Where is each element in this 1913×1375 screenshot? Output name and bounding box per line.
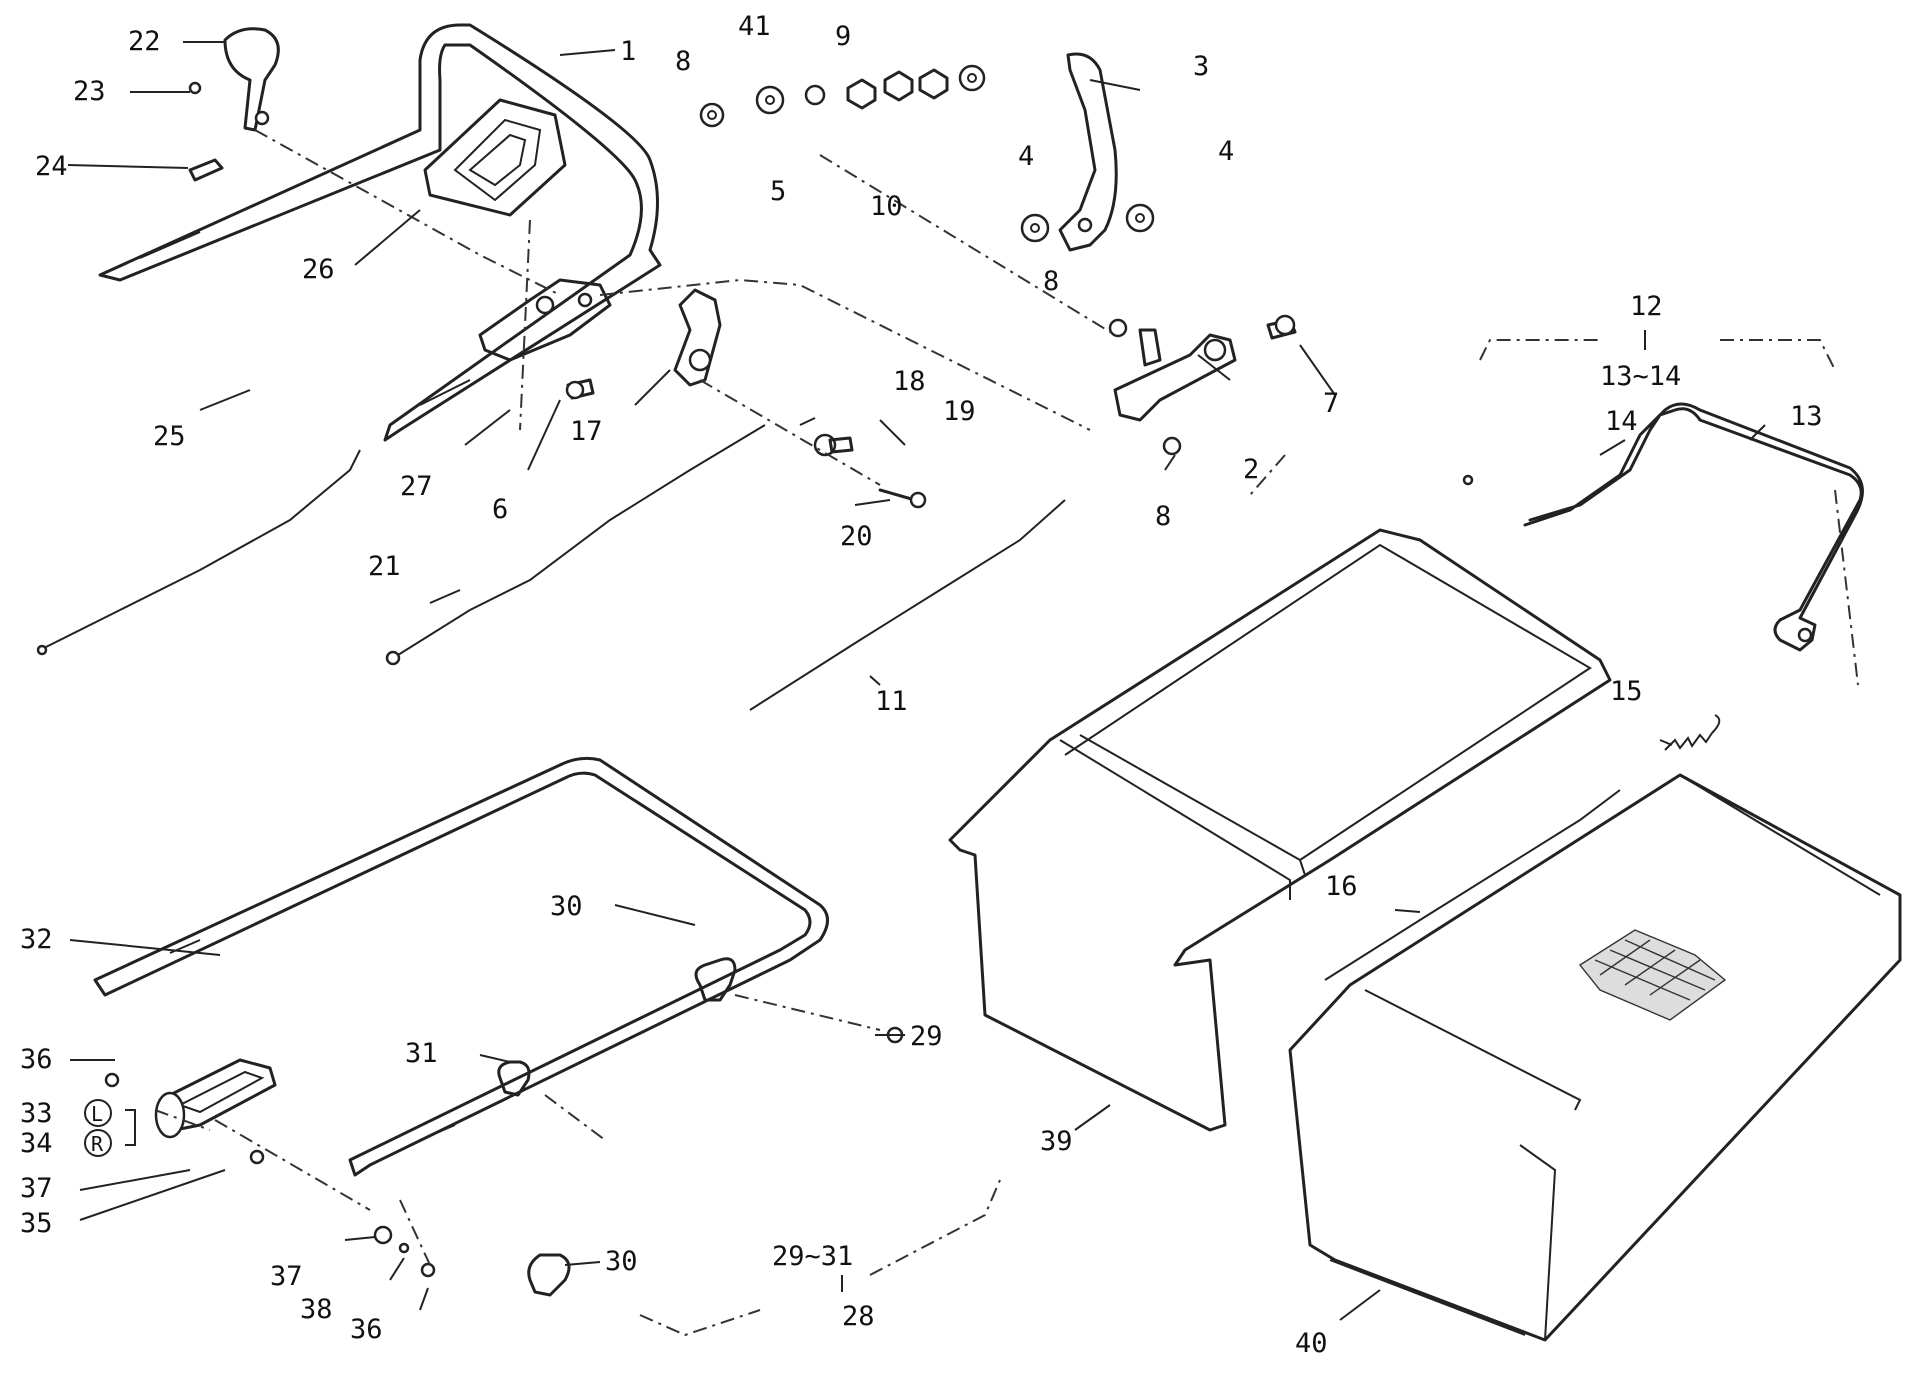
lower-handle (93, 756, 829, 1177)
label-14: 14 (1605, 406, 1638, 437)
label-28: 28 (842, 1301, 875, 1332)
callout-labels: 1 2 3 4 4 5 6 7 8 8 8 9 10 11 12 13~14 1… (20, 11, 1823, 1359)
grip-cover (423, 98, 567, 217)
washers (699, 64, 1155, 243)
label-39: 39 (1040, 1126, 1073, 1157)
label-29-31: 29~31 (772, 1241, 853, 1272)
top-clip-assembly (188, 27, 280, 182)
upper-handle (98, 23, 662, 442)
bracket-2 (1108, 314, 1297, 456)
label-41: 41 (738, 11, 771, 42)
label-37a: 37 (20, 1173, 53, 1204)
label-11: 11 (875, 686, 908, 717)
lever-bracket (478, 278, 612, 362)
label-21: 21 (368, 551, 401, 582)
label-4a: 4 (1018, 141, 1034, 172)
label-13: 13 (1790, 401, 1823, 432)
label-6: 6 (492, 494, 508, 525)
label-31: 31 (405, 1038, 438, 1069)
label-20: 20 (840, 521, 873, 552)
label-16: 16 (1325, 871, 1358, 902)
label-25: 25 (153, 421, 186, 452)
label-34: 34 (20, 1128, 53, 1159)
label-15: 15 (1610, 676, 1643, 707)
label-12: 12 (1630, 291, 1663, 322)
bag-frame (948, 528, 1612, 1132)
label-35: 35 (20, 1208, 53, 1239)
label-29: 29 (910, 1021, 943, 1052)
leader-lines (67, 41, 1766, 1321)
label-7: 7 (1323, 388, 1339, 419)
label-9: 9 (835, 21, 851, 52)
bag-mesh (1578, 929, 1727, 1021)
label-19: 19 (943, 396, 976, 427)
mark-l: L (91, 1102, 103, 1126)
cables (36, 424, 1066, 711)
grass-bag (1288, 773, 1902, 1342)
label-4b: 4 (1218, 136, 1234, 167)
label-24: 24 (35, 151, 68, 182)
label-10: 10 (870, 191, 903, 222)
label-8c: 8 (1155, 501, 1171, 532)
label-5: 5 (770, 176, 786, 207)
bolt-6 (565, 378, 595, 400)
group-bracket-28 (639, 1179, 1001, 1337)
label-18: 18 (893, 366, 926, 397)
spring-15 (1664, 714, 1721, 751)
knob-30-bottom (527, 1253, 571, 1297)
label-36b: 36 (350, 1314, 383, 1345)
label-30a: 30 (550, 891, 583, 922)
knob-30-top (694, 957, 737, 1002)
label-13-14: 13~14 (1600, 361, 1681, 392)
left-right-marks: L R (84, 1099, 112, 1157)
hook-bracket-13 (1462, 402, 1864, 652)
pedal-bracket (104, 1058, 436, 1278)
group-bracket-12 (1479, 330, 1836, 371)
label-1: 1 (620, 36, 636, 67)
label-3: 3 (1193, 51, 1209, 82)
label-8b: 8 (1043, 266, 1059, 297)
label-40: 40 (1295, 1328, 1328, 1359)
label-8a: 8 (675, 46, 691, 77)
control-lever (673, 288, 722, 387)
label-33: 33 (20, 1098, 53, 1129)
label-2: 2 (1243, 454, 1259, 485)
assembly-lines (154, 129, 1859, 1266)
label-30b: 30 (605, 1246, 638, 1277)
label-36a: 36 (20, 1044, 53, 1075)
label-26: 26 (302, 254, 335, 285)
label-27: 27 (400, 471, 433, 502)
label-38: 38 (300, 1294, 333, 1325)
mark-r: R (91, 1132, 104, 1156)
label-37b: 37 (270, 1261, 303, 1292)
knob-31 (497, 1060, 531, 1097)
pin-assembly (813, 433, 927, 509)
label-17: 17 (570, 416, 603, 447)
label-22: 22 (128, 26, 161, 57)
label-32: 32 (20, 924, 53, 955)
label-23: 23 (73, 76, 106, 107)
cable-16 (1324, 789, 1621, 981)
lever-arm-3 (1058, 52, 1118, 252)
